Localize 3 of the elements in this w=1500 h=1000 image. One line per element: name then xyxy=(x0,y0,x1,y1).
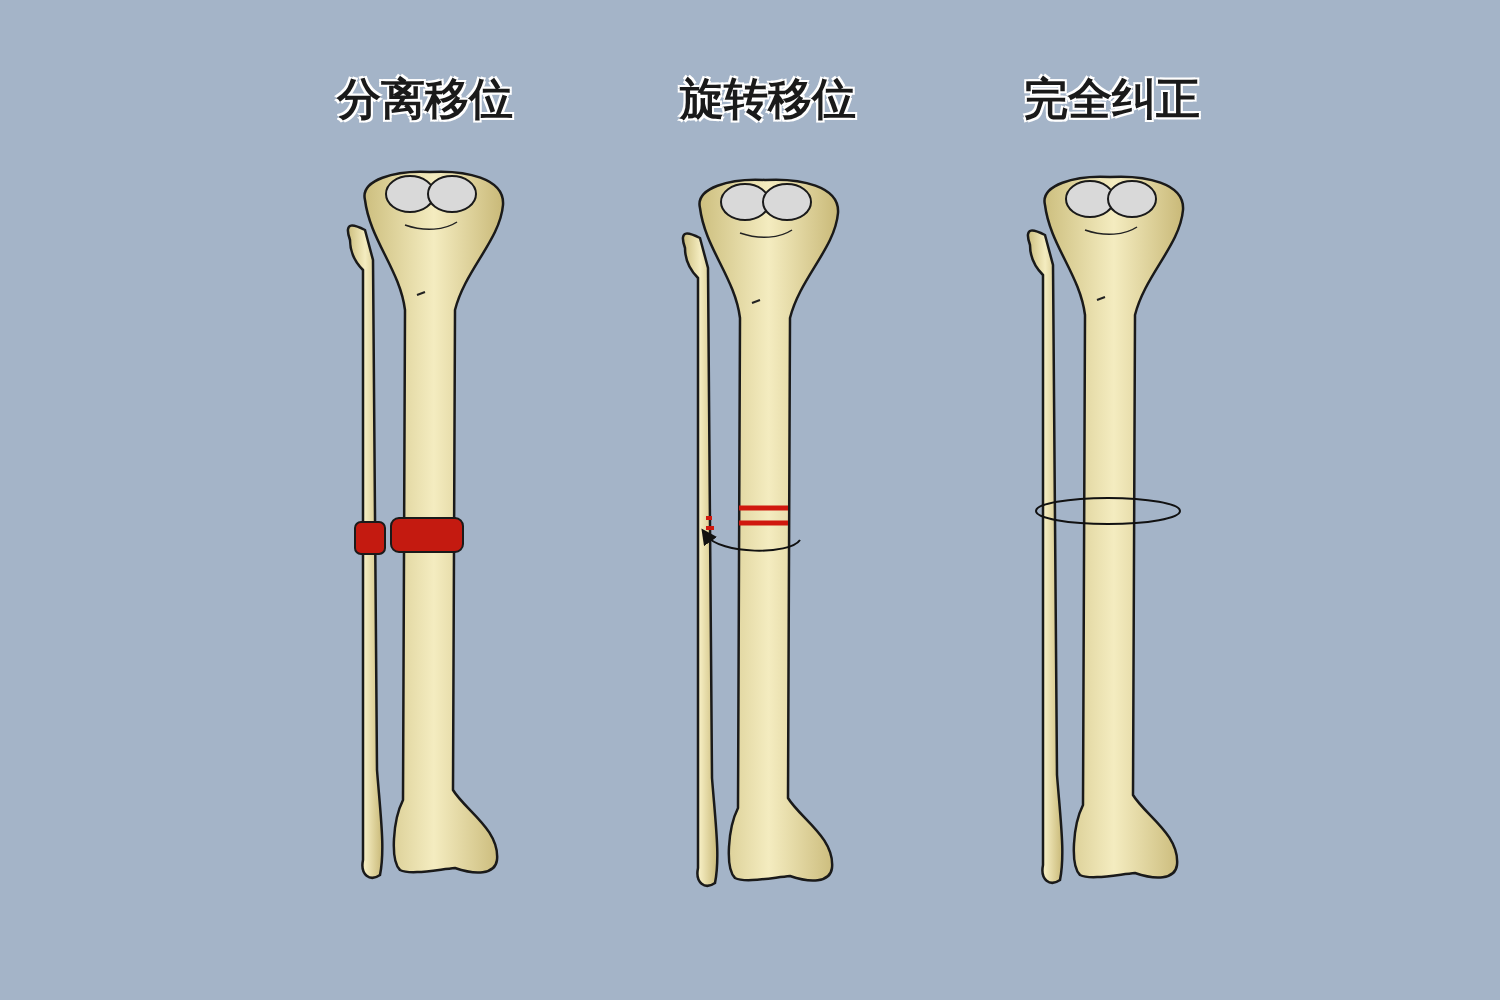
panel-title: 分离移位 xyxy=(337,72,513,126)
panel-title: 旋转移位 xyxy=(680,72,856,126)
panel-title: 完全纠正 xyxy=(1024,72,1200,126)
